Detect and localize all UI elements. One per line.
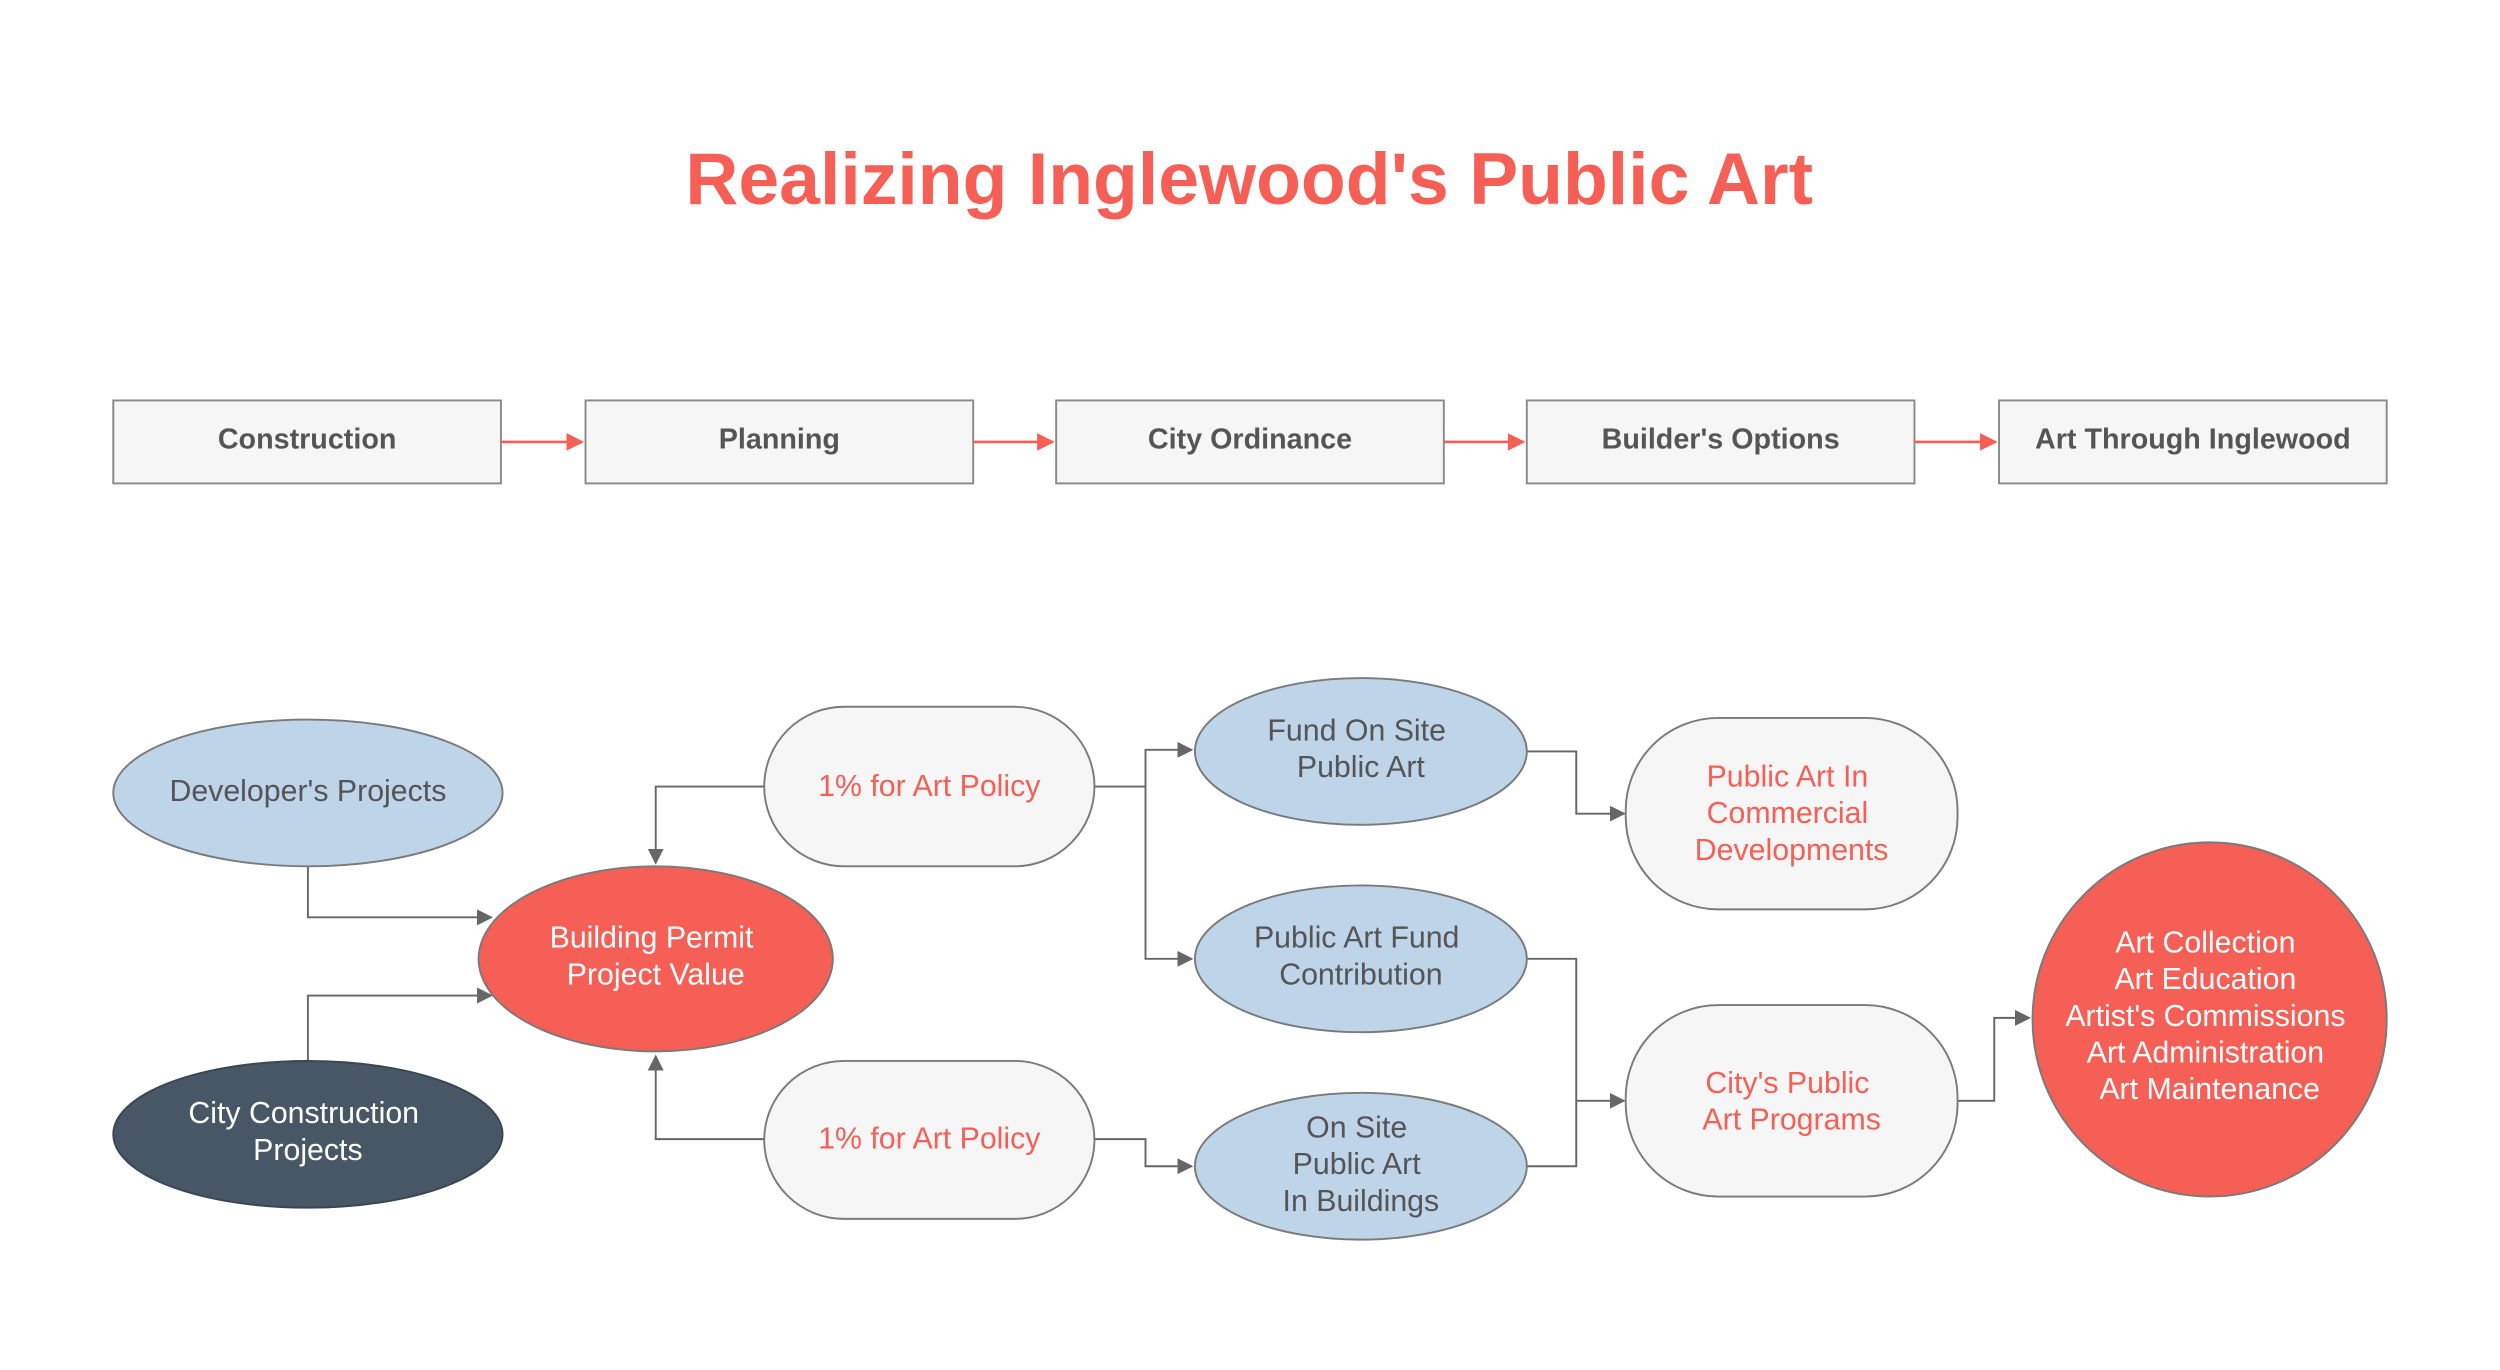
label-line: Artist's Commissions xyxy=(2065,1000,2345,1033)
stage-label: Art Through Inglewood xyxy=(2035,423,2351,455)
node-label: City's Public Art Programs xyxy=(1702,1067,1880,1137)
node-art-policy-bottom: 1% for Art Policy xyxy=(763,1059,1096,1220)
label-line: Commercial xyxy=(1707,797,1869,830)
label-line: Project Value xyxy=(567,958,745,991)
connector xyxy=(1144,786,1194,967)
label-line: Art Collection xyxy=(2115,926,2295,959)
connector xyxy=(306,987,493,1061)
node-public-art-fund: Public Art Fund Contribution xyxy=(1193,884,1528,1034)
label-line: Public Art xyxy=(1293,1148,1422,1181)
label-line: Building Permit xyxy=(550,922,754,955)
label-line: In Buildings xyxy=(1283,1185,1440,1218)
label-line: City's Public xyxy=(1705,1067,1869,1100)
node-label: 1% for Art Policy xyxy=(818,770,1041,803)
node-city-programs: City's Public Art Programs xyxy=(1624,1004,1959,1198)
label-line: Art Administration xyxy=(2087,1037,2324,1070)
label-line: City Construction xyxy=(188,1097,419,1130)
node-label: Art Collection Art Education Artist's Co… xyxy=(2065,926,2354,1106)
node-label: Public Art Fund Contribution xyxy=(1254,922,1468,992)
connector xyxy=(306,866,493,926)
node-art-policy-top: 1% for Art Policy xyxy=(763,705,1096,868)
stage-label: City Ordinance xyxy=(1148,423,1352,455)
connector xyxy=(1525,750,1626,822)
connector xyxy=(1525,957,1626,1109)
connector xyxy=(647,785,765,865)
label-line: On Site xyxy=(1306,1112,1407,1145)
connectors xyxy=(306,741,2031,1175)
connector xyxy=(1094,741,1194,788)
stage-label: Builder's Options xyxy=(1602,423,1840,455)
stage-city-ordinance: City Ordinance xyxy=(1055,399,1445,485)
node-label: Building Permit Project Value xyxy=(550,922,762,992)
node-label: Fund On Site Public Art xyxy=(1267,714,1454,784)
label-line: Public Art Fund xyxy=(1254,922,1459,955)
node-label: On Site Public Art In Buildings xyxy=(1283,1112,1440,1218)
node-label: City Construction Projects xyxy=(188,1097,427,1167)
connector xyxy=(1094,1138,1194,1175)
node-commercial-developments: Public Art In Commercial Developments xyxy=(1624,716,1959,911)
label-line: Developments xyxy=(1695,834,1889,867)
label-line: Developer's Projects xyxy=(169,775,446,808)
node-building-permit: Building Permit Project Value xyxy=(477,865,834,1053)
stage-planning: Planning xyxy=(584,399,975,485)
node-fund-on-site: Fund On Site Public Art xyxy=(1193,677,1528,826)
node-developers-projects: Developer's Projects xyxy=(112,718,504,868)
label-line: Fund On Site xyxy=(1267,714,1446,747)
node-label: Developer's Projects xyxy=(169,775,446,808)
stage-construction: Construction xyxy=(112,399,502,485)
stage-builders-options: Builder's Options xyxy=(1525,399,1916,485)
stage-label: Planning xyxy=(719,423,840,455)
label-line: Art Education xyxy=(2114,963,2296,996)
node-label: 1% for Art Policy xyxy=(818,1123,1041,1156)
label-line: Projects xyxy=(253,1134,362,1167)
node-on-site-buildings: On Site Public Art In Buildings xyxy=(1193,1091,1528,1241)
label-line: Public Art In xyxy=(1707,761,1869,794)
node-outcomes: Art Collection Art Education Artist's Co… xyxy=(2031,841,2388,1198)
stage-art-through-inglewood: Art Through Inglewood xyxy=(1998,399,2388,485)
node-label: Public Art In Commercial Developments xyxy=(1695,761,1889,867)
label-line: 1% for Art Policy xyxy=(818,770,1041,803)
page-title: Realizing Inglewood's Public Art xyxy=(685,138,1813,220)
label-line: Art Programs xyxy=(1702,1104,1880,1137)
node-city-construction-projects: City Construction Projects xyxy=(112,1059,504,1209)
connector xyxy=(1957,1009,2031,1102)
connector xyxy=(647,1054,765,1141)
label-line: Art Maintenance xyxy=(2099,1073,2320,1106)
connector xyxy=(1525,1100,1578,1168)
stage-label: Construction xyxy=(218,423,397,455)
label-line: 1% for Art Policy xyxy=(818,1123,1041,1156)
label-line: Contribution xyxy=(1279,958,1442,991)
label-line: Public Art xyxy=(1297,751,1426,784)
